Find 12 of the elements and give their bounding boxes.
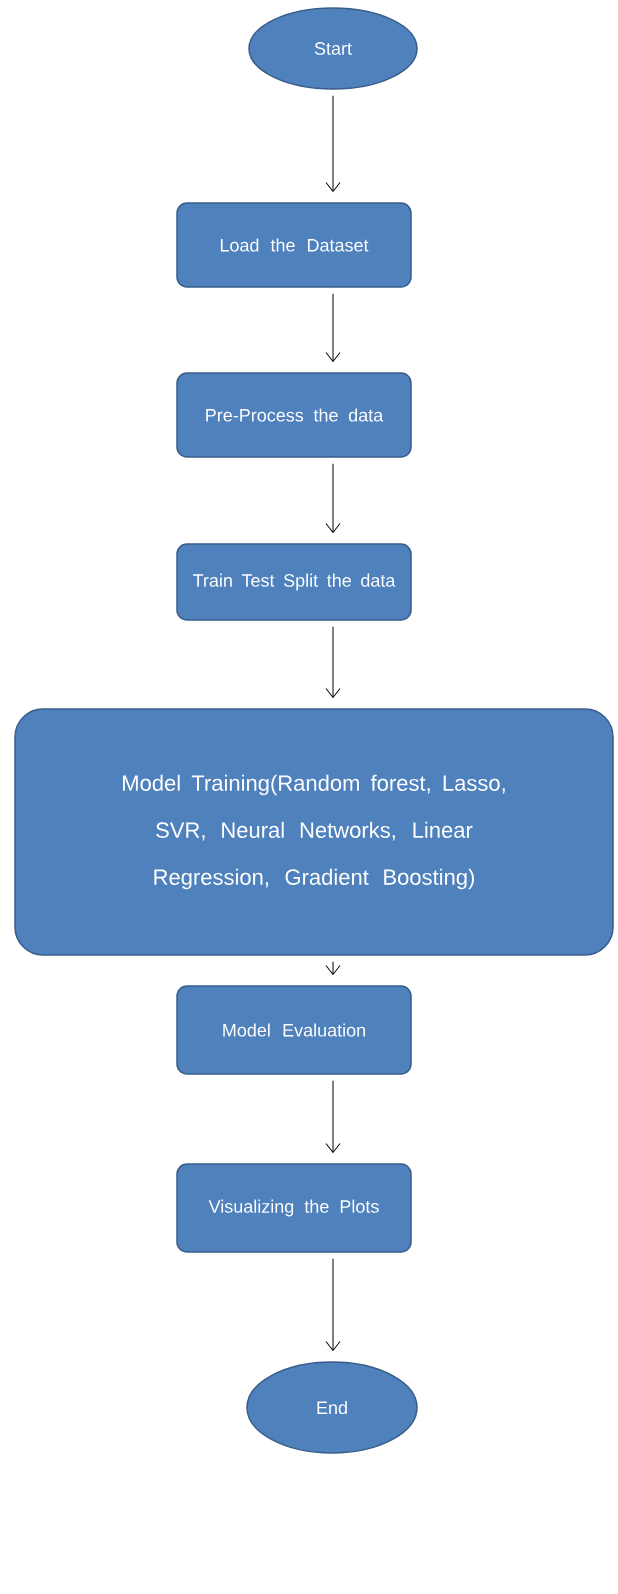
process-box: Model Training(Random forest, Lasso, SVR, Neural Networks, Linear Regression, Gradient Boosting)	[14, 708, 614, 956]
arrow	[325, 95, 341, 192]
process-box: Pre-Process the data	[176, 372, 412, 458]
arrow	[325, 293, 341, 362]
process-box: Model Evaluation	[176, 985, 412, 1075]
process-box: Load the Dataset	[176, 202, 412, 288]
arrow	[325, 626, 341, 698]
process-box: Train Test Split the data	[176, 543, 412, 621]
arrow	[325, 1080, 341, 1153]
arrow	[325, 1258, 341, 1351]
process-box: Visualizing the Plots	[176, 1163, 412, 1253]
arrow	[325, 463, 341, 533]
